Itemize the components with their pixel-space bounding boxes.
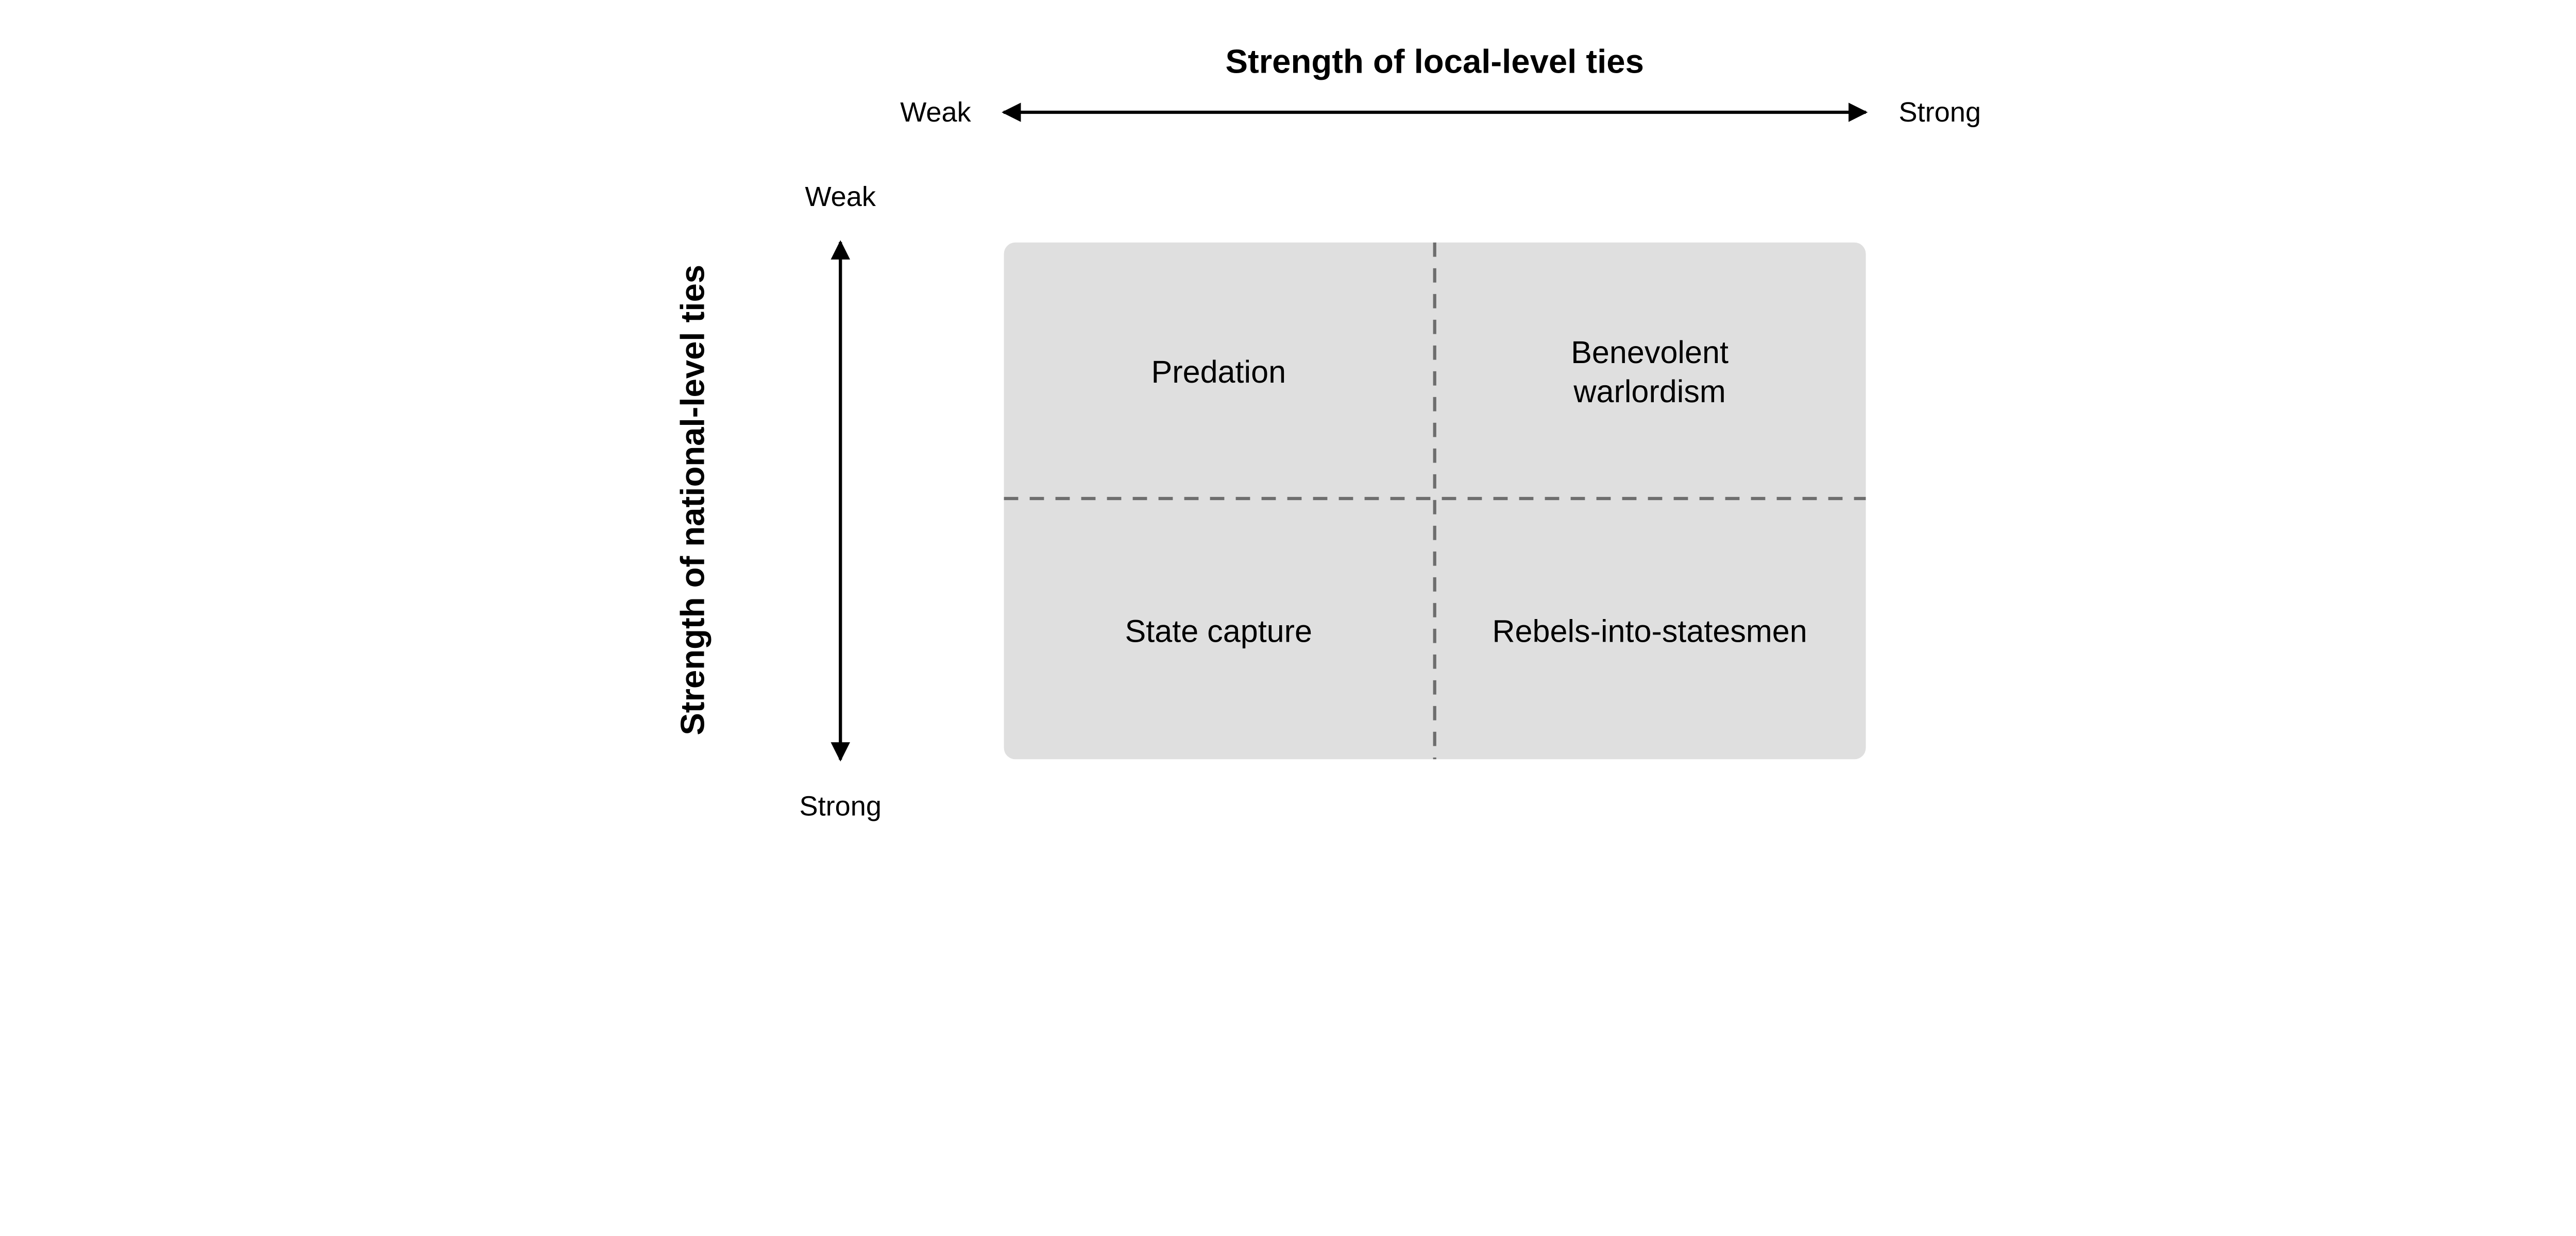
y-axis-high-label: Strong	[799, 791, 882, 821]
quadrant-benevolent-warlordism: Benevolent warlordism	[1571, 335, 1728, 409]
x-axis-title: Strength of local-level ties	[1226, 43, 1644, 80]
quadrant-predation: Predation	[1151, 354, 1286, 389]
x-axis-low-label: Weak	[900, 97, 971, 128]
y-axis-low-label: Weak	[805, 181, 876, 212]
typology-diagram: Strength of local-level ties Weak Strong…	[674, 43, 1981, 822]
quadrant-rebels-into-statesmen: Rebels-into-statesmen	[1492, 614, 1807, 649]
quadrant-state-capture: State capture	[1125, 614, 1313, 649]
x-axis-high-label: Strong	[1899, 97, 1981, 128]
quadrant-line: warlordism	[1573, 374, 1725, 409]
y-axis-title: Strength of national-level ties	[674, 265, 711, 735]
quadrant-line: Benevolent	[1571, 335, 1728, 370]
